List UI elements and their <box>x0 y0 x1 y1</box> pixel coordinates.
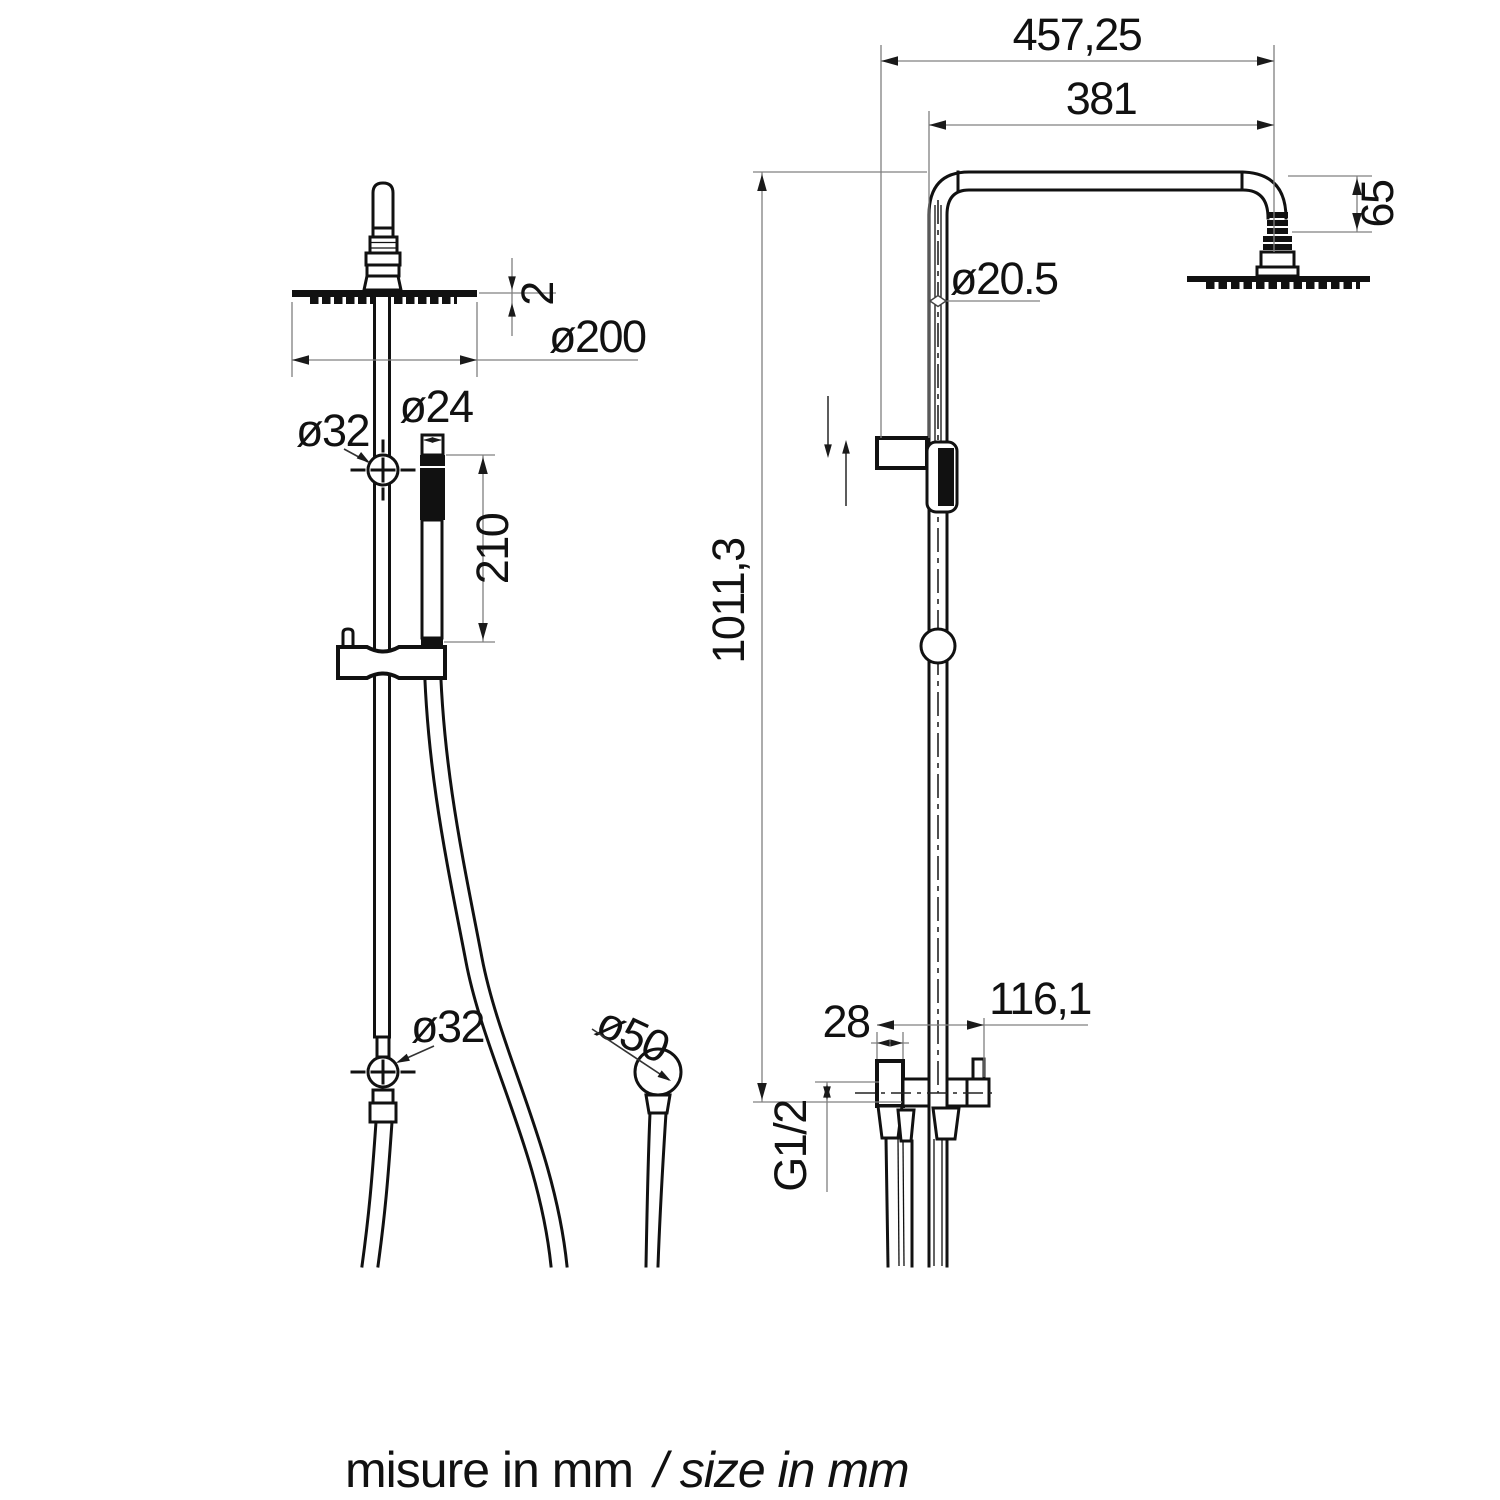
units-caption-normal: misure in mm <box>345 1442 646 1498</box>
dim-label-lower-connector: ø32 <box>411 1001 484 1052</box>
diameter-marker <box>928 294 948 308</box>
handshower-hose <box>422 648 569 1268</box>
dimensions-front: 2 ø200 ø32 ø24 210 ø32 ø50 <box>291 258 677 1085</box>
slider-bracket-side <box>875 436 959 514</box>
dim-label-upper-connector: ø32 <box>296 405 369 456</box>
upper-swivel-joint <box>350 439 416 501</box>
front-view <box>292 181 683 1268</box>
dimensions-side: 457,25 381 65 ø20.5 1011,3 116,1 28 <box>703 9 1403 1192</box>
lower-swivel-joint <box>350 1035 416 1268</box>
shower-head-side <box>1187 212 1370 289</box>
hand-shower-front <box>420 433 445 648</box>
ball-joint <box>919 627 957 665</box>
dim-label-overall-reach: 457,25 <box>1013 9 1142 60</box>
slider-bracket-front <box>336 627 447 680</box>
top-inlet-pipe <box>362 181 403 292</box>
dim-label-column-diameter: ø20.5 <box>950 253 1058 304</box>
dim-label-head-drop: 65 <box>1352 180 1403 228</box>
dim-label-column-height: 1011,3 <box>703 538 754 664</box>
dim-label-inlet-reach: 116,1 <box>989 973 1091 1024</box>
column-arm-outer <box>927 170 1288 1268</box>
dim-label-head-thickness: 2 <box>512 282 563 306</box>
side-view <box>824 170 1370 1268</box>
inlet-junction <box>855 1057 992 1268</box>
wall-outlet-ball <box>633 1047 683 1268</box>
dim-label-head-diameter: ø200 <box>549 311 646 362</box>
dim-label-handshower-length: 210 <box>467 513 518 584</box>
dim-label-arm-projection: 381 <box>1066 73 1137 124</box>
arm-fill <box>929 172 1286 222</box>
column-arm-inner <box>945 188 1270 1268</box>
units-caption-italic: / size in mm <box>651 1442 909 1498</box>
units-caption: misure in mm / size in mm <box>345 1442 909 1498</box>
slide-direction-arrows <box>824 396 850 506</box>
dim-label-inlet-thread: G1/2 <box>765 1100 816 1192</box>
dim-label-handshower-diameter: ø24 <box>399 381 473 432</box>
dim-label-inlet-width: 28 <box>822 996 870 1047</box>
